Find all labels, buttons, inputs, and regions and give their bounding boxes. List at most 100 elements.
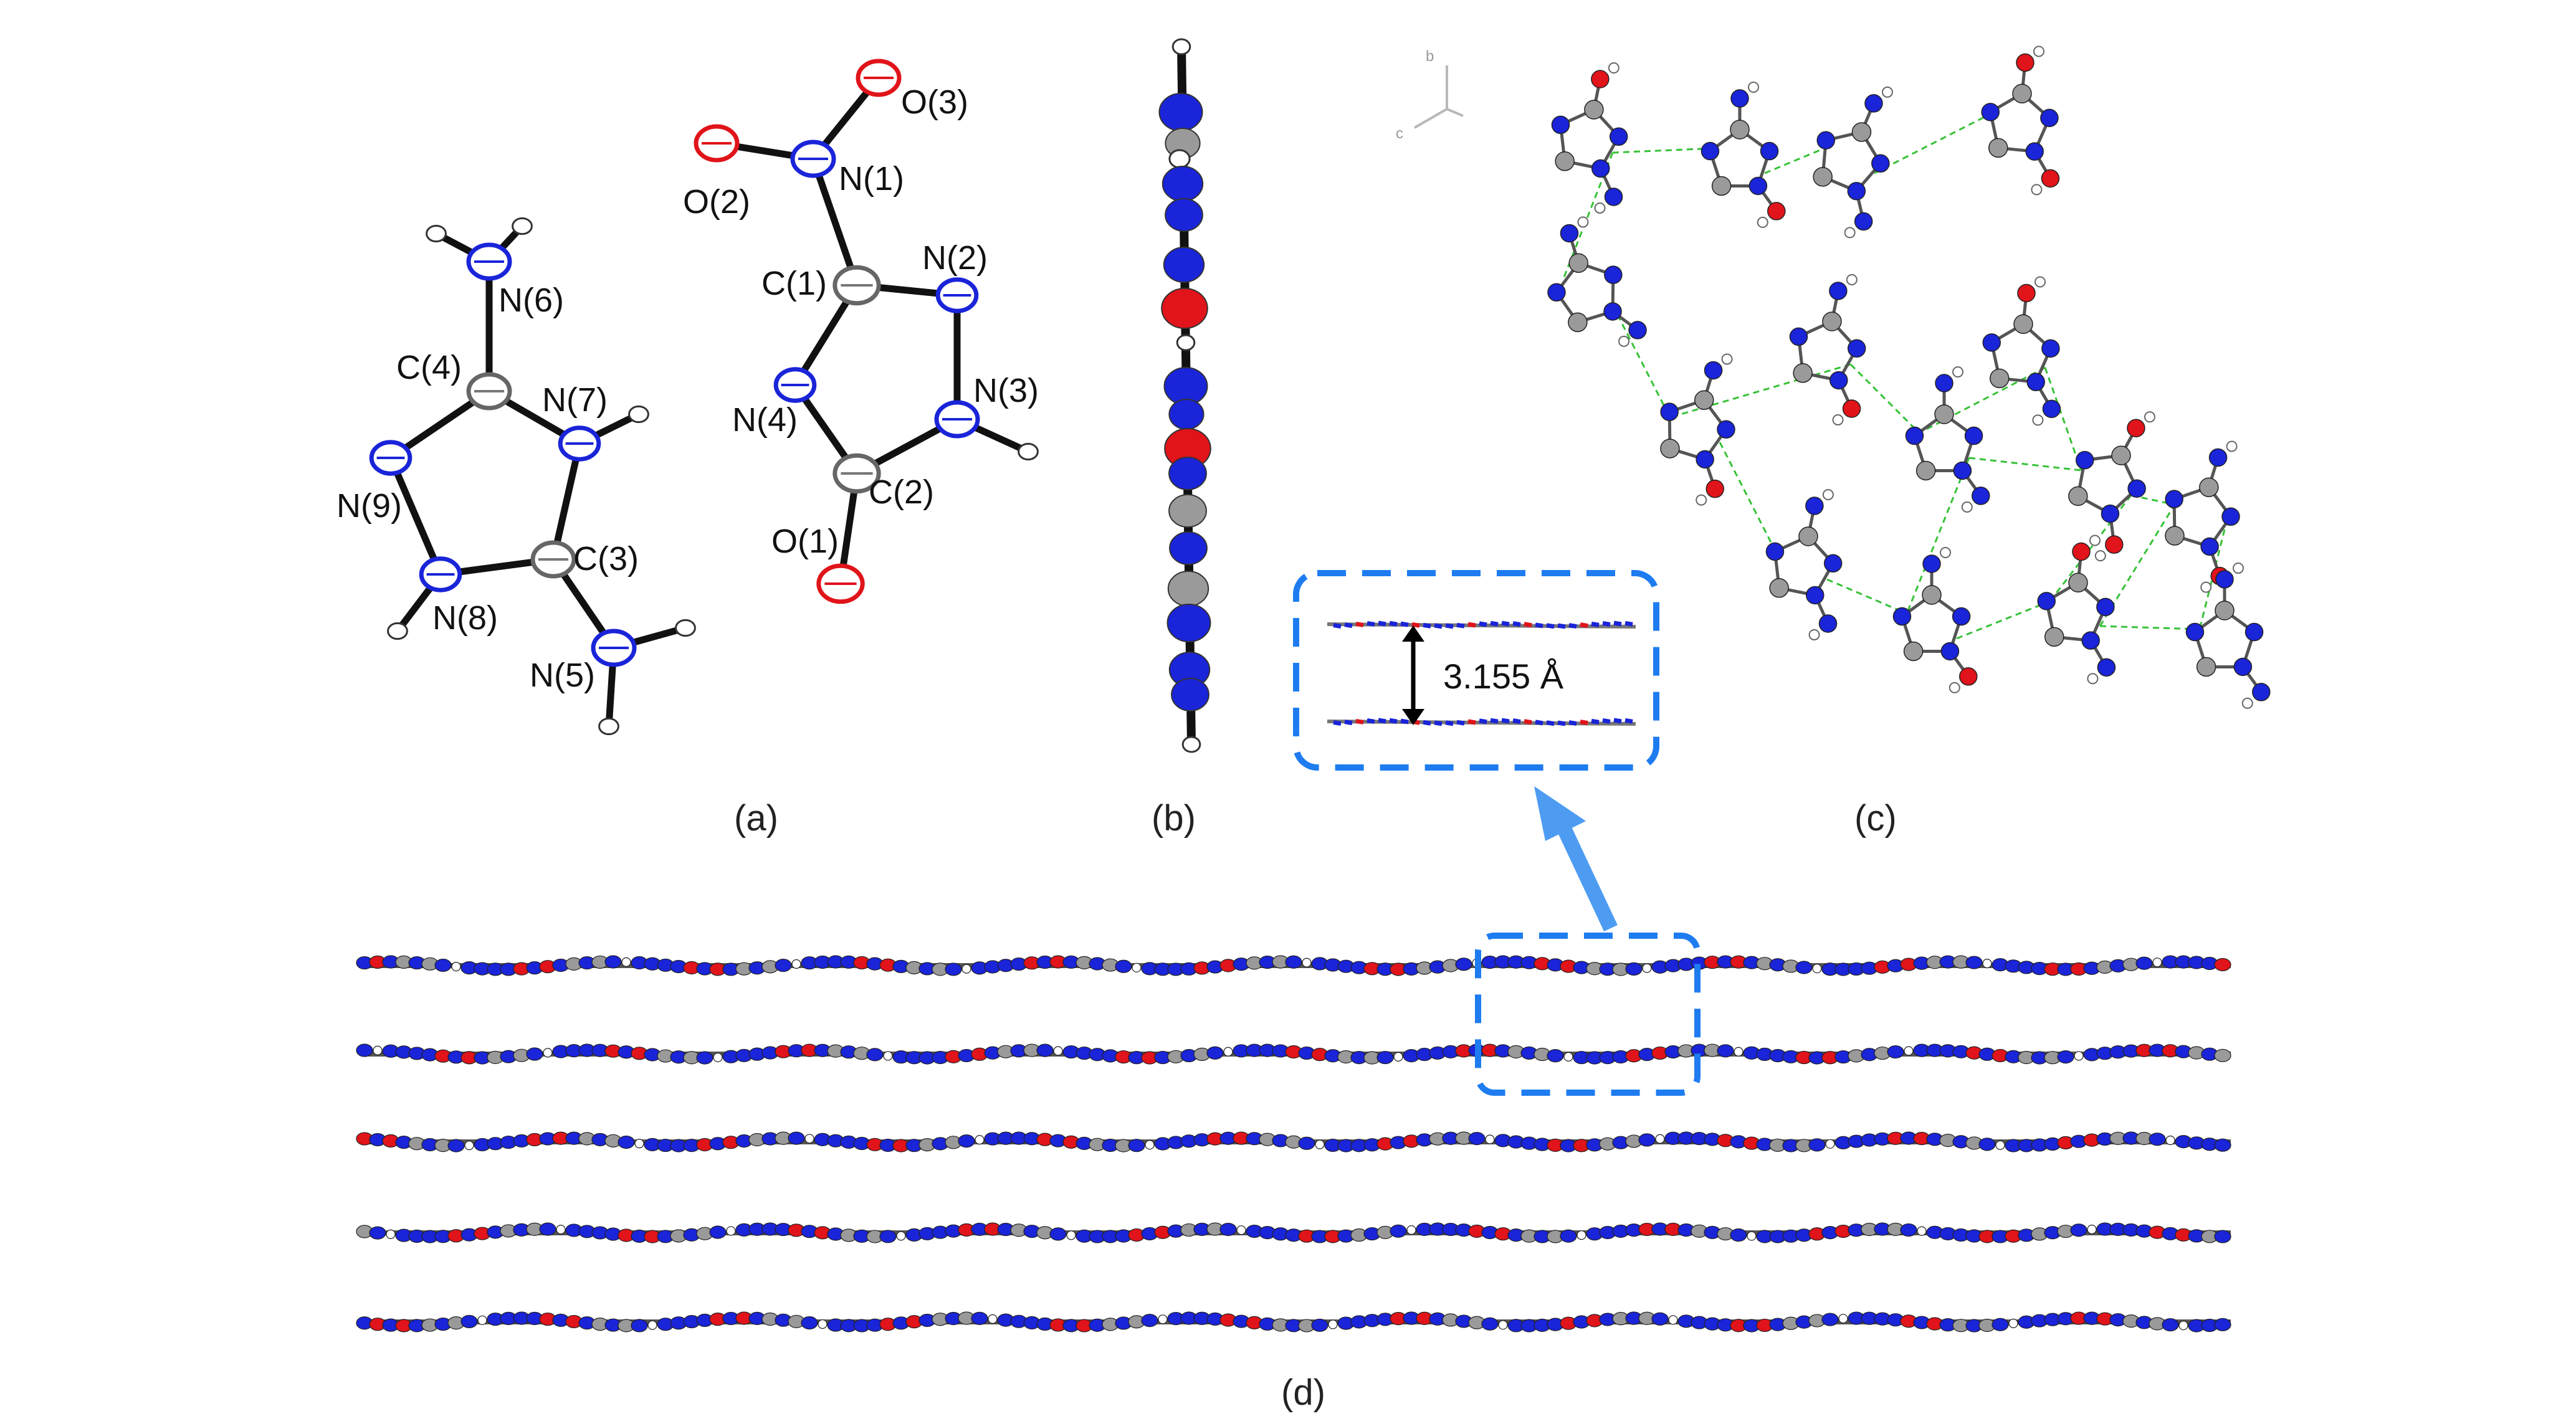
- ring-atom: [1922, 585, 1942, 605]
- hydrogen-bond: [1849, 363, 1920, 434]
- inset-layer-segment: [1613, 718, 1622, 724]
- layer-atom: [1965, 956, 1983, 969]
- layer-atom: [2087, 1224, 2097, 1235]
- layer-atom: [1995, 1140, 2005, 1150]
- inset-layer-segment: [1344, 720, 1353, 726]
- axis-b-label: b: [1426, 48, 1434, 65]
- substituent-atom: [1959, 667, 1978, 686]
- layer-atom: [618, 1135, 635, 1149]
- ring-atom: [1730, 120, 1750, 140]
- inset-layer-segment: [1546, 720, 1555, 726]
- inset-layer-segment: [1378, 718, 1386, 724]
- layer-atom: [434, 958, 452, 972]
- inset-layer-segment: [1367, 621, 1375, 627]
- layer-atom: [1638, 1133, 1656, 1147]
- ring-atom: [2025, 142, 2044, 161]
- inset-layer-segment: [1568, 720, 1577, 726]
- layer-atom: [1141, 1314, 1158, 1328]
- layer-atom: [1049, 1227, 1067, 1241]
- ring-atom: [2127, 479, 2146, 498]
- layer-atom: [1655, 1134, 1665, 1144]
- inset-layer-segment: [1535, 622, 1543, 629]
- substituent-atom: [1842, 399, 1861, 418]
- substituent-atom: [1767, 202, 1786, 221]
- panel-d-layers: [356, 955, 2231, 1333]
- hydrogen-atom: [1618, 335, 1630, 347]
- ring-atom: [1892, 607, 1912, 626]
- panel-d-layer-stacking: (d): [356, 933, 2231, 1413]
- layer-atom: [1206, 1046, 1224, 1060]
- ring-atom: [1660, 402, 1679, 421]
- ring-atom: [1551, 115, 1570, 135]
- hydrogen-atom: [1808, 629, 1820, 640]
- ring-atom: [1604, 265, 1623, 284]
- inset-layer-segment: [1333, 720, 1342, 726]
- ring-atom: [1871, 154, 1890, 173]
- ring-atom: [1591, 159, 1610, 178]
- layer-atom: [1808, 1138, 1826, 1152]
- layer-atom: [804, 1134, 814, 1144]
- hydrogen-bond: [1956, 600, 2051, 640]
- layer-atom: [975, 1134, 985, 1145]
- layer-atom: [621, 957, 631, 967]
- ring-atom: [1940, 642, 1960, 661]
- side-atom-n: [1165, 198, 1203, 232]
- substituent-atom: [2105, 535, 2124, 554]
- inset-layer-segment: [1591, 621, 1600, 627]
- layer-atom: [1734, 1047, 1744, 1057]
- layer-atom: [1825, 1139, 1835, 1149]
- ring-atom: [2200, 537, 2219, 556]
- inset-layer-segment: [1344, 622, 1353, 629]
- atom-h8: [387, 622, 408, 640]
- hydrogen-bond: [1826, 578, 1907, 615]
- zoom-arrow-head: [1534, 786, 1586, 841]
- substituent-atom: [2208, 448, 2228, 467]
- ring-atom: [1988, 138, 2008, 158]
- layer-atom: [945, 962, 962, 976]
- inset-layer-segment: [1400, 718, 1409, 725]
- ring-atom: [1701, 141, 1720, 161]
- atom-h6a: [426, 224, 447, 243]
- ring-atom: [1829, 371, 1848, 390]
- inset-layer-segment: [1501, 718, 1510, 724]
- layer-atom: [1236, 1225, 1246, 1235]
- layer-atom: [2149, 1133, 2166, 1146]
- layer-atom: [1978, 1138, 1996, 1151]
- inset-layer-segment: [1568, 623, 1577, 629]
- layer-5: [356, 1311, 2231, 1333]
- layer-atom: [1577, 1230, 1586, 1240]
- ring-atom: [1694, 390, 1714, 410]
- layer-2: [356, 1043, 2231, 1065]
- substituent-atom: [1560, 224, 1579, 243]
- ring-atom: [2185, 622, 2205, 642]
- layer-atom: [2214, 957, 2231, 972]
- hydrogen-atom: [2241, 697, 2253, 709]
- ring-atom: [2068, 486, 2088, 506]
- inset-layer-segment: [1355, 622, 1364, 627]
- ring-atom: [2041, 339, 2060, 358]
- inset-layer-segment: [1411, 622, 1420, 628]
- ring-atom: [1822, 311, 1842, 331]
- ring-atom: [2196, 657, 2216, 677]
- hydrogen-bond: [1764, 147, 1825, 174]
- layer-atom: [1498, 1320, 1508, 1330]
- ring-atom: [1793, 363, 1813, 383]
- ring-atom: [1765, 542, 1785, 561]
- substituent-atom: [2017, 283, 2036, 303]
- layer-atom: [1651, 1312, 1669, 1326]
- arrow-head-down: [1402, 709, 1424, 725]
- layer-atom: [526, 1047, 543, 1061]
- ring-atom: [1934, 404, 1954, 424]
- ring-atom: [1847, 339, 1866, 358]
- substituent-atom: [1922, 554, 1941, 573]
- inset-layer-segment: [1423, 622, 1431, 629]
- inset-layer-segment: [1467, 719, 1476, 725]
- ring-atom: [1609, 127, 1628, 146]
- axis-triad: [1414, 65, 1464, 129]
- bond-c3-n7: [550, 442, 583, 561]
- layer-atom: [801, 1316, 818, 1330]
- ring-atom: [1717, 420, 1735, 439]
- label-o2: O(2): [683, 183, 750, 221]
- substituent-atom: [2127, 419, 2145, 437]
- layer-atom: [1904, 1046, 1914, 1056]
